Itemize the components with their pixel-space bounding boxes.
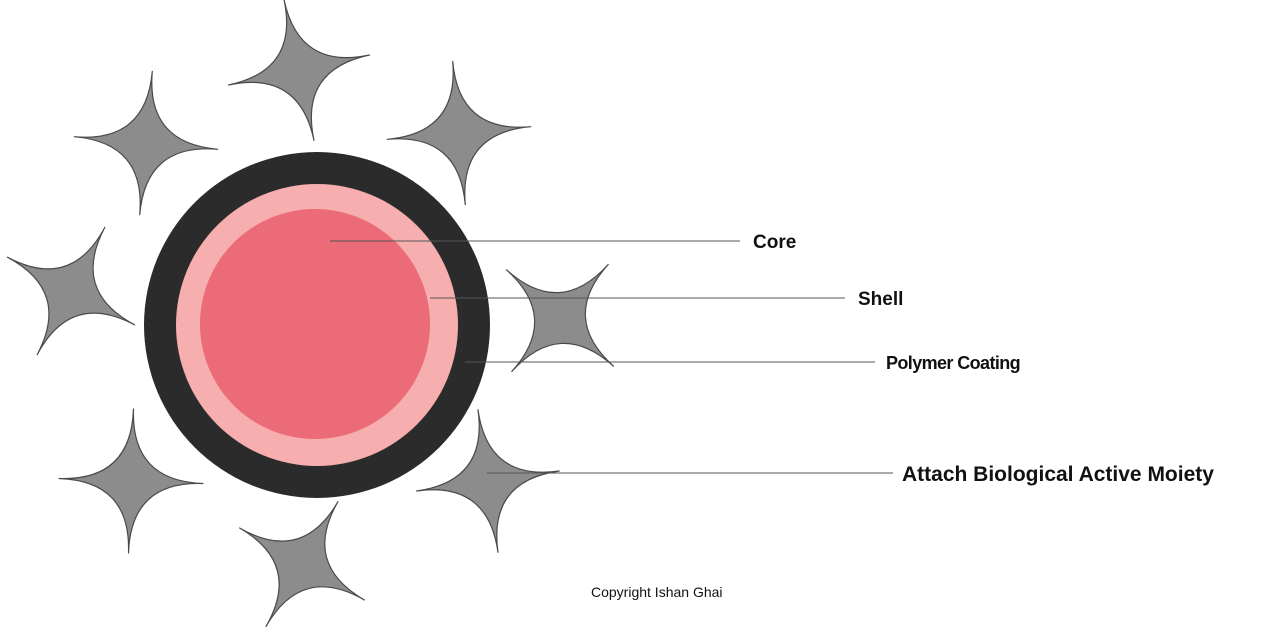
copyright-text: Copyright Ishan Ghai xyxy=(591,584,723,600)
moiety-star-bottom xyxy=(240,502,365,627)
shell-label: Shell xyxy=(858,289,903,310)
moiety-star-left xyxy=(7,227,134,354)
core-label: Core xyxy=(753,232,796,253)
core-layer xyxy=(200,209,430,439)
attach-moiety-label: Attach Biological Active Moiety xyxy=(902,463,1214,486)
moiety-star-right xyxy=(507,265,614,372)
moiety-star-top xyxy=(229,0,370,140)
polymer-coating-label: Polymer Coating xyxy=(886,353,1020,373)
moiety-star-upper-left xyxy=(74,71,217,214)
